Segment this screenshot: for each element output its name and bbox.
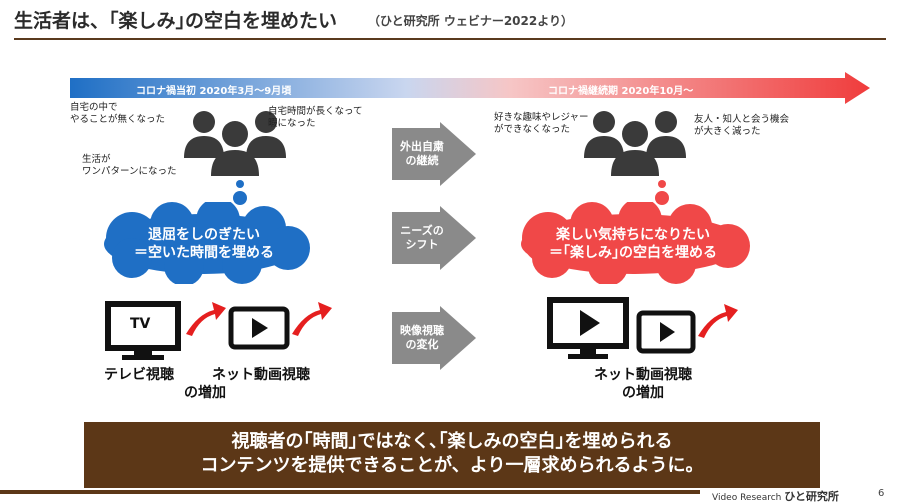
arrow-label-1: 外出自粛 の継続 xyxy=(392,140,452,168)
timeline-left-label: コロナ禍当初 2020年3月～9月頃 xyxy=(136,86,292,97)
increase-arrow-icon xyxy=(186,302,226,336)
lab-name: ひと研究所 xyxy=(784,490,839,503)
caption-right-2: 友人・知人と会う機会 が大きく減った xyxy=(694,114,789,138)
timeline-arrow xyxy=(70,72,870,104)
shift-arrow-1 xyxy=(392,122,476,186)
arrow-label-text: 外出自粛 の継続 xyxy=(400,140,444,167)
page-title: 生活者は、｢楽しみ｣の空白を埋めたい xyxy=(14,10,338,32)
caption-text: 自宅時間が長くなって 暇になった xyxy=(268,106,363,129)
arrow-label-text: ニーズの シフト xyxy=(400,224,444,251)
shift-arrow-3 xyxy=(392,306,476,370)
cloud-line: ＝空いた時間を埋める xyxy=(134,245,274,261)
cloud-line: 退屈をしのぎたい xyxy=(148,227,260,243)
timeline-right-label: コロナ禍継続期 2020年10月～ xyxy=(548,86,694,97)
footer-brand: Video Research ひと研究所 xyxy=(712,488,839,504)
caption-text: 自宅の中で やることが無くなった xyxy=(70,102,166,125)
people-group-icon xyxy=(584,111,686,176)
media-label-line: ネット動画視聴 xyxy=(594,367,692,383)
arrow-label-3: 映像視聴 の変化 xyxy=(392,324,452,352)
media-label-right: ネット動画視聴 の増加 xyxy=(588,366,698,402)
caption-text: 生活が ワンパターンになった xyxy=(82,154,177,177)
banner-line: コンテンツを提供できることが、より一層求められるように。 xyxy=(200,455,704,476)
caption-left-1: 自宅の中で やることが無くなった xyxy=(70,102,165,126)
smartphone-video-icon xyxy=(228,306,290,350)
media-label-suffix: の増加 xyxy=(184,385,226,401)
tv-icon xyxy=(105,301,181,360)
title-divider xyxy=(14,38,886,40)
thought-bubbles-left xyxy=(233,180,247,205)
cloud-right xyxy=(521,202,750,284)
media-label-net: ネット動画視聴 xyxy=(212,367,310,383)
cloud-left xyxy=(104,202,310,284)
footer-divider xyxy=(0,490,700,494)
caption-left-2: 自宅時間が長くなって 暇になった xyxy=(268,106,363,130)
cloud-left-text: 退屈をしのぎたい ＝空いた時間を埋める xyxy=(92,226,316,262)
shift-arrow-2 xyxy=(392,206,476,270)
caption-right-1: 好きな趣味やレジャー ができなくなった xyxy=(494,112,589,136)
conclusion-banner: 視聴者の｢時間｣ではなく､｢楽しみの空白｣を埋められる コンテンツを提供できるこ… xyxy=(84,422,820,488)
caption-left-3: 生活が ワンパターンになった xyxy=(82,154,177,178)
media-label-line: の増加 xyxy=(622,385,664,401)
cloud-line: ＝｢楽しみ｣の空白を埋める xyxy=(549,245,717,261)
arrow-label-text: 映像視聴 の変化 xyxy=(400,324,444,351)
people-group-icon xyxy=(184,111,286,176)
cloud-line: 楽しい気持ちになりたい xyxy=(556,227,710,243)
increase-arrow-icon xyxy=(292,302,332,336)
page-number: 6 xyxy=(878,488,885,499)
cloud-right-text: 楽しい気持ちになりたい ＝｢楽しみ｣の空白を埋める xyxy=(508,226,758,262)
brand-logo-text: Video Research xyxy=(712,493,782,503)
thought-bubbles-right xyxy=(655,180,669,205)
caption-text: 好きな趣味やレジャー ができなくなった xyxy=(494,112,589,135)
media-label-tv: テレビ視聴 xyxy=(104,367,174,383)
increase-arrow-icon xyxy=(698,304,738,338)
caption-text: 友人・知人と会う機会 が大きく減った xyxy=(694,114,790,137)
tv-label: TV xyxy=(130,316,151,332)
source-note: （ひと研究所 ウェビナー2022より） xyxy=(368,14,573,28)
arrow-label-2: ニーズの シフト xyxy=(392,224,452,252)
monitor-video-icon xyxy=(547,297,629,359)
smartphone-video-icon xyxy=(636,310,696,354)
banner-line: 視聴者の｢時間｣ではなく､｢楽しみの空白｣を埋められる xyxy=(231,431,673,452)
